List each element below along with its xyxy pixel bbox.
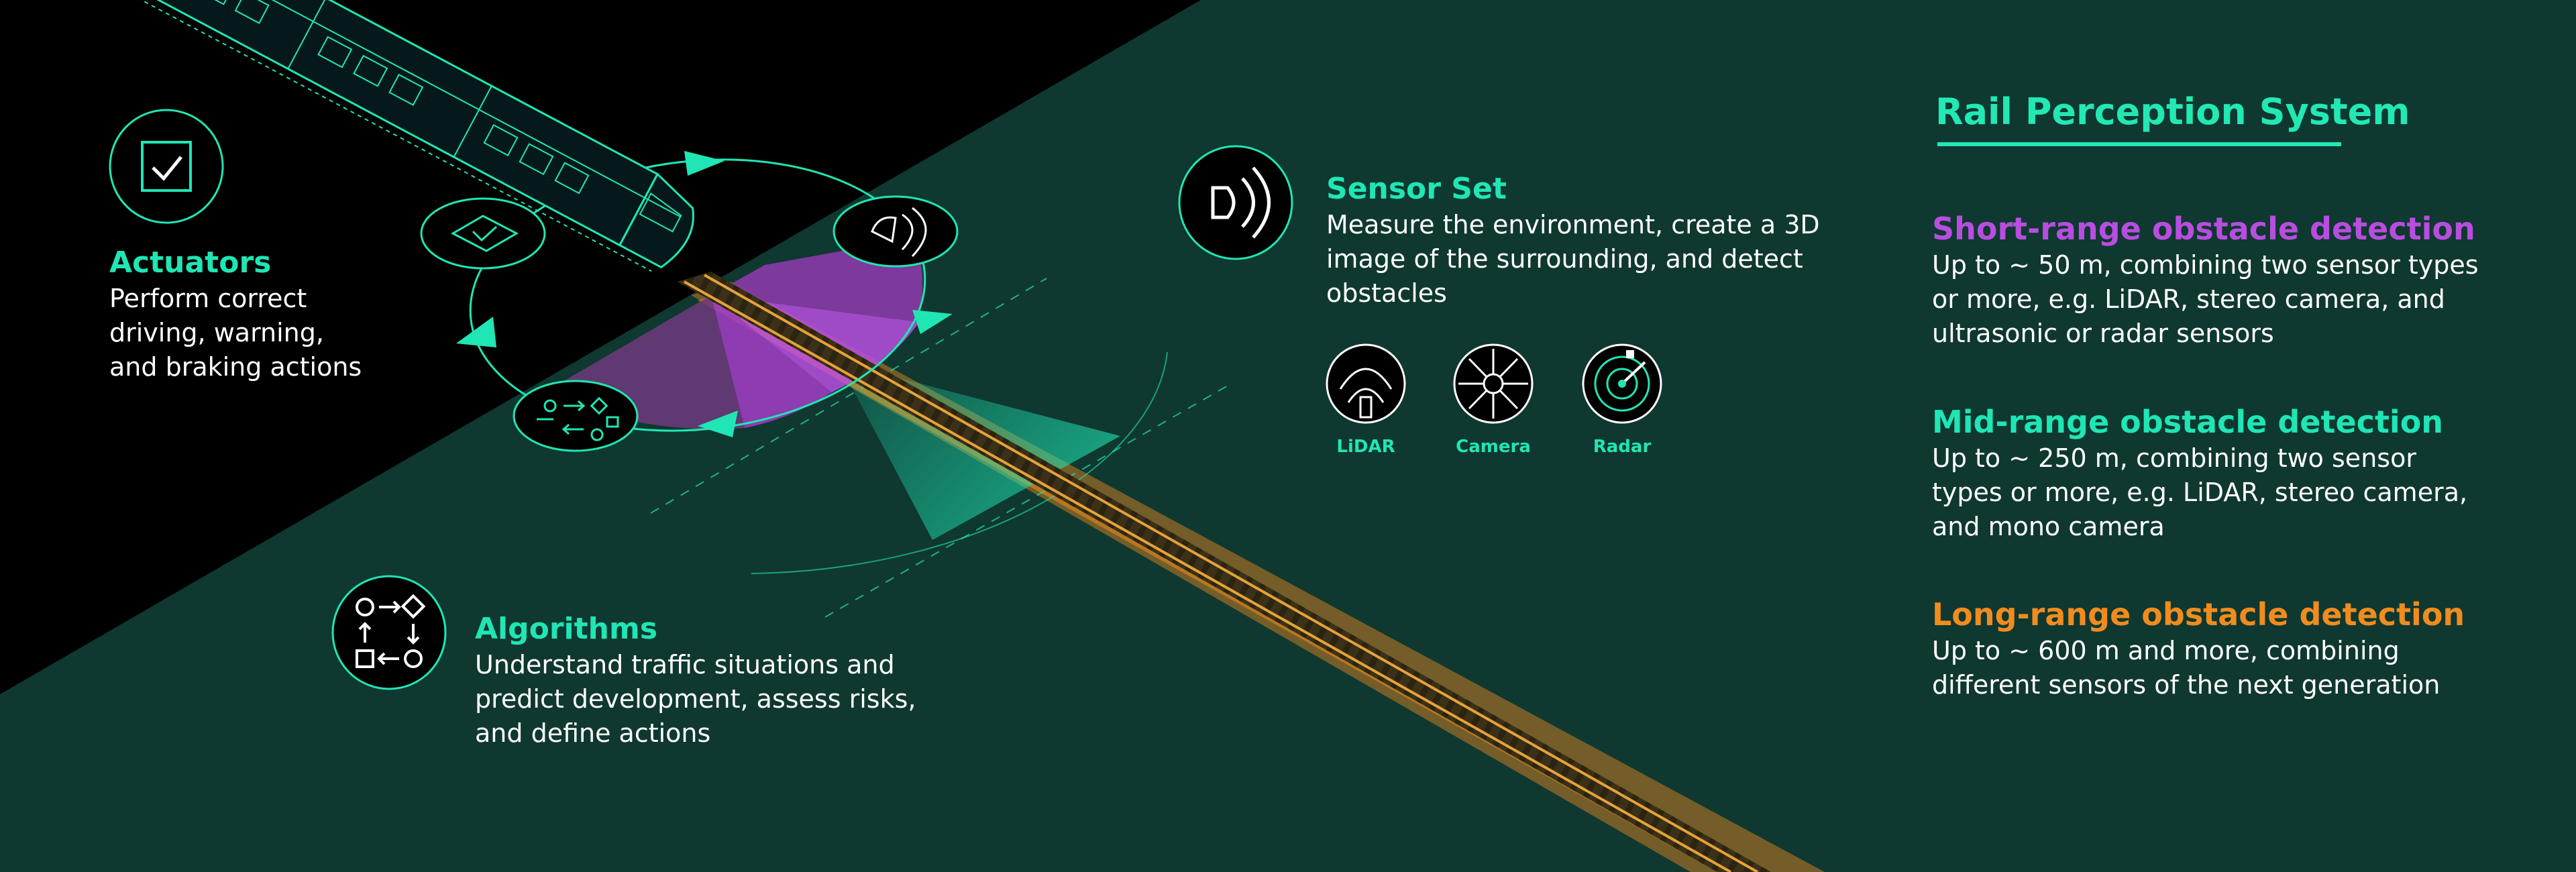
sensor-set-title: Sensor Set <box>1326 172 1507 206</box>
lidar-icon <box>1326 343 1406 424</box>
algorithm-node <box>513 380 639 452</box>
cycle-arrow <box>698 411 738 437</box>
algorithms-section: Algorithms Understand traffic situations… <box>475 610 985 751</box>
short-range-item: Short-range obstacle detection Up to ~ 5… <box>1932 209 2536 351</box>
actuators-description: Perform correct driving, warning, and br… <box>109 284 362 382</box>
sensor-label-lidar: LiDAR <box>1336 437 1395 457</box>
actuators-section: Actuators Perform correct driving, warni… <box>109 244 458 384</box>
panel-title: Rail Perception System <box>1935 91 2410 133</box>
cycle-arrow <box>912 310 953 334</box>
camera-icon <box>1453 343 1534 424</box>
actuators-badge <box>109 109 224 224</box>
sensor-node <box>833 195 959 268</box>
long-range-title: Long-range obstacle detection <box>1932 596 2465 633</box>
actuator-node <box>420 197 546 270</box>
sensor-set-section: Sensor Set Measure the environment, crea… <box>1326 170 1863 311</box>
rail <box>704 274 1758 872</box>
panel-title-block: Rail Perception System <box>1935 90 2539 134</box>
algorithms-description: Understand traffic situations and predic… <box>475 650 916 748</box>
radar-icon <box>1582 343 1662 424</box>
sensor-label-radar: Radar <box>1593 437 1652 457</box>
sensor-set-description: Measure the environment, create a 3D ima… <box>1326 210 1820 308</box>
dark-background-panel <box>0 0 1201 694</box>
actuators-title: Actuators <box>109 246 272 280</box>
cycle-arrow <box>684 151 724 176</box>
short-range-title: Short-range obstacle detection <box>1932 211 2475 247</box>
flow-shapes-icon <box>356 594 426 668</box>
sensor-wave-icon <box>1211 186 1236 219</box>
guide-line <box>824 385 1228 618</box>
cycle-arrow <box>456 317 496 347</box>
rail <box>684 280 1731 872</box>
short-range-description: Up to ~ 50 m, combining two sensor types… <box>1932 250 2479 348</box>
algorithms-badge <box>331 575 447 690</box>
train <box>129 0 694 272</box>
sensor-label-camera: Camera <box>1456 437 1531 457</box>
flow-shapes-icon <box>537 396 619 441</box>
rail-track-ties <box>678 272 1771 872</box>
short-range-zone <box>711 295 832 428</box>
long-range-description: Up to ~ 600 m and more, combining differ… <box>1932 636 2440 700</box>
mid-range-item: Mid-range obstacle detection Up to ~ 250… <box>1932 402 2536 544</box>
check-icon <box>472 225 498 242</box>
check-icon <box>152 156 182 181</box>
long-range-item: Long-range obstacle detection Up to ~ 60… <box>1932 595 2536 702</box>
sensor-set-badge <box>1178 145 1293 260</box>
mid-range-title: Mid-range obstacle detection <box>1932 404 2444 440</box>
algorithms-title: Algorithms <box>475 612 658 646</box>
guide-line <box>650 278 1047 514</box>
mid-range-description: Up to ~ 250 m, combining two sensor type… <box>1932 443 2468 541</box>
checkbox-icon <box>141 141 192 192</box>
guide-arc <box>751 351 1168 574</box>
sensor-wave-icon <box>871 207 927 258</box>
